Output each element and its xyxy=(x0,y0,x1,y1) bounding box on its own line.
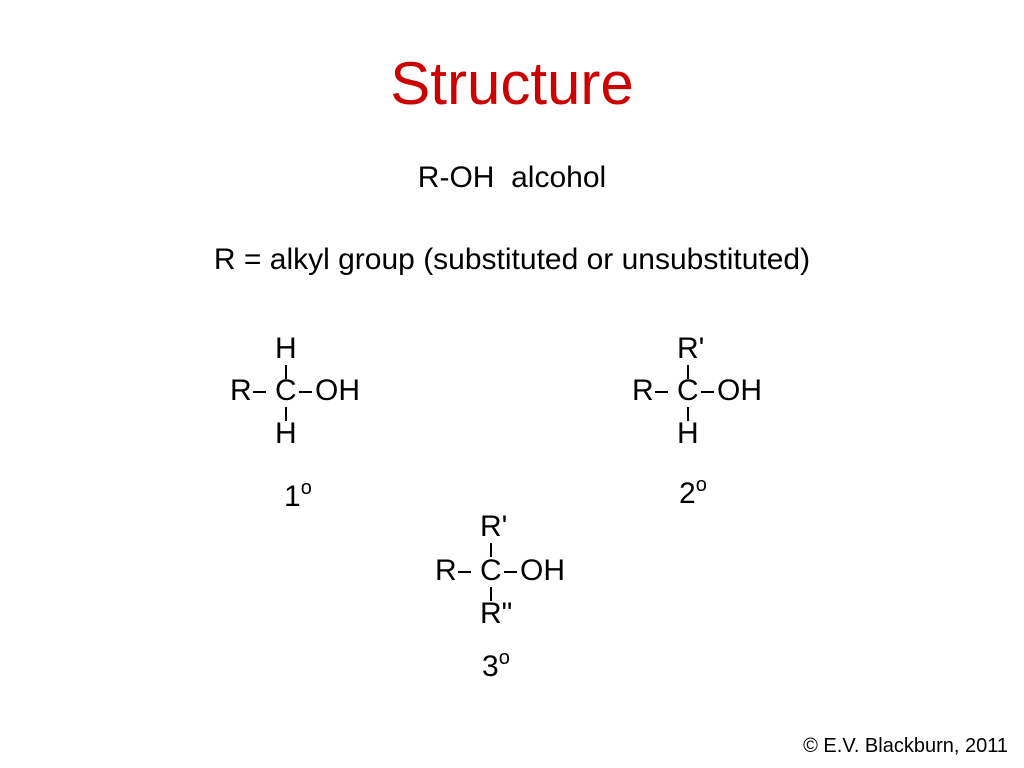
primary-left-atom: R xyxy=(230,374,252,407)
tertiary-left-bond xyxy=(458,571,471,573)
primary-right-bond xyxy=(299,391,312,393)
primary-alcohol-structure: H R C OH H xyxy=(230,332,410,462)
tertiary-bottom-atom: R" xyxy=(480,597,513,630)
primary-bottom-bond xyxy=(285,407,287,421)
tertiary-degree-label: 3o xyxy=(482,647,510,684)
tertiary-right-atom: OH xyxy=(520,554,565,587)
secondary-top-atom: R' xyxy=(677,332,705,365)
tertiary-bottom-bond xyxy=(490,587,492,601)
secondary-left-bond xyxy=(655,391,668,393)
tertiary-center-atom: C xyxy=(480,554,502,587)
secondary-degree-label: 2o xyxy=(679,474,707,511)
tertiary-top-bond xyxy=(490,543,492,557)
primary-top-bond xyxy=(285,365,287,379)
tertiary-degree-symbol: o xyxy=(498,647,510,669)
copyright-footer: © E.V. Blackburn, 2011 xyxy=(803,735,1008,757)
secondary-bottom-atom: H xyxy=(677,417,699,450)
primary-degree-label: 1o xyxy=(284,477,312,514)
secondary-center-atom: C xyxy=(677,374,699,407)
secondary-right-atom: OH xyxy=(717,374,762,407)
primary-top-atom: H xyxy=(275,332,297,365)
tertiary-right-bond xyxy=(504,571,517,573)
secondary-right-bond xyxy=(701,391,714,393)
primary-degree-number: 1 xyxy=(284,480,301,513)
primary-center-atom: C xyxy=(275,374,297,407)
secondary-degree-number: 2 xyxy=(679,477,696,510)
tertiary-alcohol-structure: R' R C OH R" xyxy=(435,510,615,640)
primary-left-bond xyxy=(253,391,266,393)
primary-degree-symbol: o xyxy=(300,477,312,499)
secondary-bottom-bond xyxy=(687,407,689,421)
tertiary-top-atom: R' xyxy=(480,510,508,543)
secondary-left-atom: R xyxy=(632,374,654,407)
secondary-alcohol-structure: R' R C OH H xyxy=(632,332,812,462)
tertiary-left-atom: R xyxy=(435,554,457,587)
alkyl-definition-line: R = alkyl group (substituted or unsubsti… xyxy=(213,243,811,276)
tertiary-degree-number: 3 xyxy=(482,650,499,683)
primary-bottom-atom: H xyxy=(275,417,297,450)
slide-title: Structure xyxy=(390,50,634,117)
alcohol-formula-line: R-OH alcohol xyxy=(417,161,607,194)
secondary-degree-symbol: o xyxy=(695,474,707,496)
secondary-top-bond xyxy=(687,365,689,379)
primary-right-atom: OH xyxy=(315,374,360,407)
